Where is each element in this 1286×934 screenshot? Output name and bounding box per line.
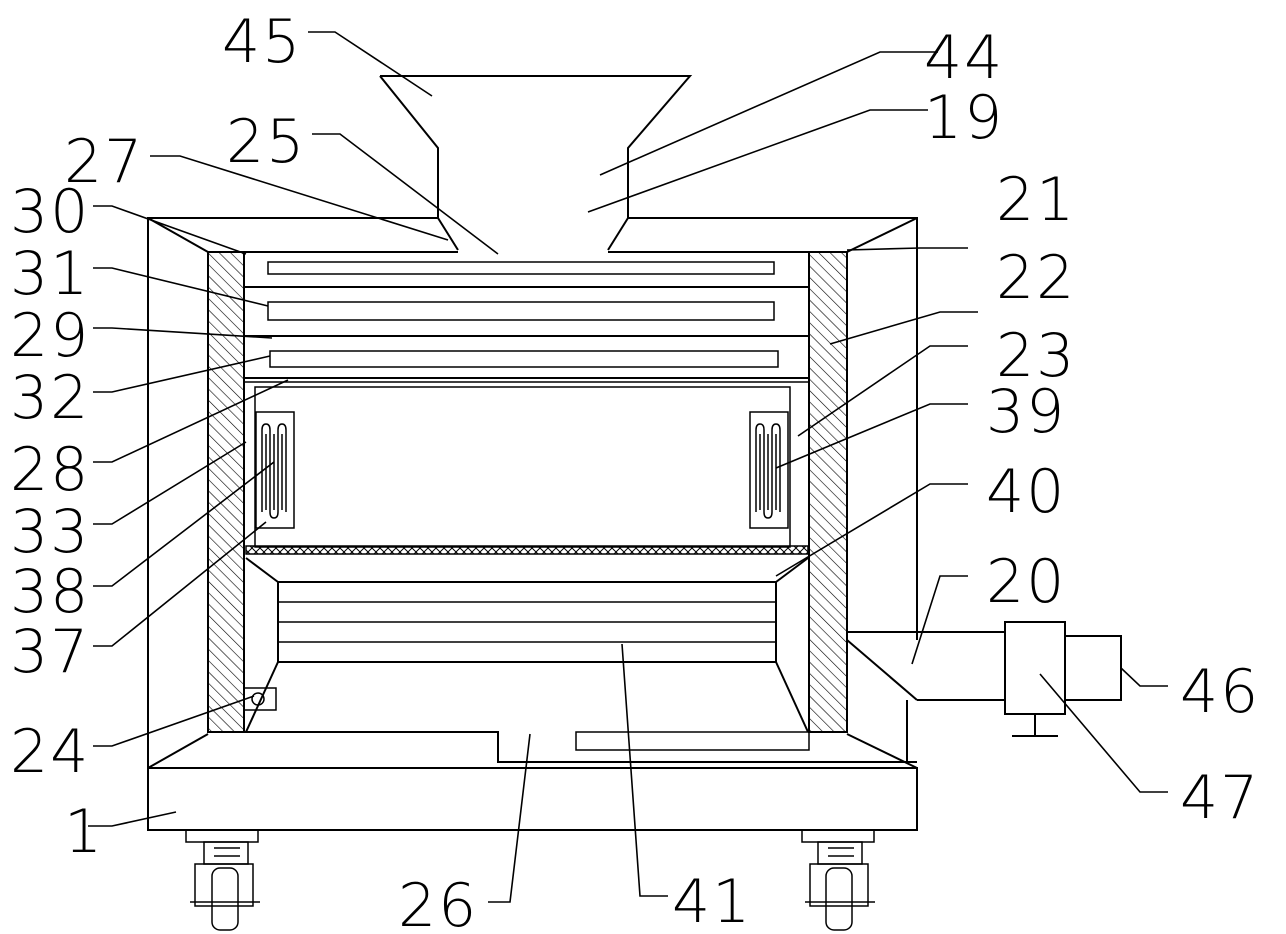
- valve: [1004, 621, 1066, 715]
- label-25: 25: [226, 107, 306, 177]
- caster-right: [801, 829, 875, 931]
- label-19: 19: [924, 83, 1004, 153]
- label-32: 32: [10, 363, 90, 433]
- heater-right: [749, 411, 789, 529]
- label-31: 31: [10, 239, 90, 309]
- drying-chamber: [254, 386, 791, 548]
- label-22: 22: [996, 243, 1076, 313]
- mesh-screen: [245, 545, 809, 555]
- tray-30: [267, 261, 775, 275]
- label-30: 30: [10, 177, 90, 247]
- label-33: 33: [10, 497, 90, 567]
- label-27: 27: [64, 127, 144, 197]
- left-insulated-wall: [207, 251, 245, 733]
- label-47: 47: [1180, 763, 1260, 833]
- heater-left: [255, 411, 295, 529]
- bottom-plate: [575, 731, 810, 751]
- hopper: [379, 75, 693, 251]
- tray-32: [269, 350, 779, 368]
- label-40: 40: [986, 457, 1066, 527]
- sensor-icon: [251, 692, 265, 706]
- label-1: 1: [64, 797, 104, 867]
- label-46: 46: [1180, 657, 1260, 727]
- pipe-end: [1064, 635, 1122, 701]
- label-26: 26: [398, 871, 478, 934]
- leader-lines: [88, 31, 1168, 903]
- label-28: 28: [10, 435, 90, 505]
- label-20: 20: [986, 547, 1066, 617]
- base-plate: [147, 767, 918, 831]
- label-23: 23: [996, 321, 1076, 391]
- caster-left: [185, 829, 260, 931]
- label-37: 37: [10, 617, 90, 687]
- label-38: 38: [10, 557, 90, 627]
- label-44: 44: [924, 23, 1004, 93]
- reference-labels: 45 44 19 25 27 30 31 29 32 28 33 38 37 2…: [10, 7, 1260, 934]
- label-41: 41: [672, 867, 752, 934]
- label-24: 24: [10, 717, 90, 787]
- outlet-pipe: [846, 621, 1122, 762]
- label-45: 45: [222, 7, 302, 77]
- right-insulated-wall: [808, 251, 848, 733]
- label-29: 29: [10, 301, 90, 371]
- label-39: 39: [986, 377, 1066, 447]
- outer-housing: [147, 217, 918, 769]
- tray-31: [267, 301, 775, 321]
- label-21: 21: [996, 165, 1076, 235]
